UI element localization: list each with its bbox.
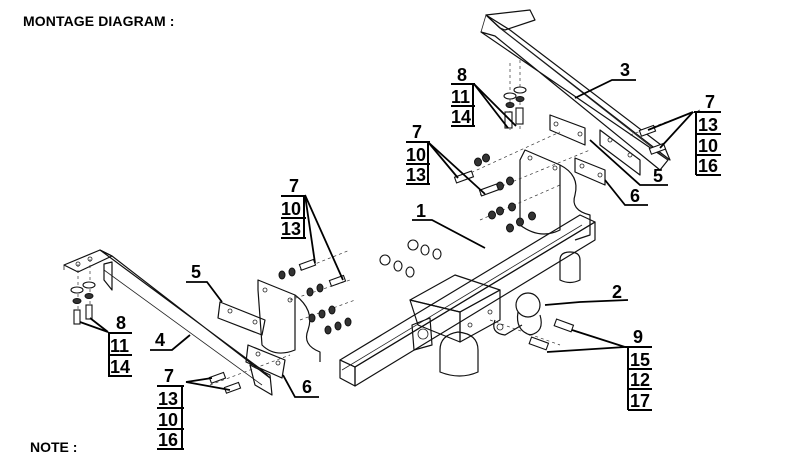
fastener-label: 9 <box>633 327 643 347</box>
leader-lines <box>79 79 694 398</box>
part-label-1: 1 <box>416 201 426 221</box>
fastener-label: 7 <box>289 176 299 196</box>
fastener-group-top-right: 7 13 10 16 <box>694 92 721 176</box>
right-spacer-plates <box>549 114 606 186</box>
left-mounting-plate <box>257 279 321 362</box>
hardware-stacks <box>208 86 667 394</box>
fastener-group-ball: 9 15 12 17 <box>625 327 652 411</box>
fastener-label: 7 <box>705 92 715 112</box>
fastener-label: 17 <box>630 391 650 411</box>
fastener-label: 14 <box>451 107 471 127</box>
fastener-label: 16 <box>698 156 718 176</box>
part-label-5-right: 5 <box>653 166 663 186</box>
fastener-label: 8 <box>116 313 126 333</box>
fastener-label: 13 <box>158 389 178 409</box>
fastener-label: 13 <box>698 115 718 135</box>
fastener-group-left-rail: 8 11 14 <box>108 313 132 377</box>
fastener-label: 11 <box>110 336 129 356</box>
fastener-label: 13 <box>281 219 301 239</box>
part-label-2: 2 <box>612 282 622 302</box>
fastener-label: 14 <box>110 357 130 377</box>
left-rail-fasteners <box>70 259 96 325</box>
fastener-label: 10 <box>698 136 718 156</box>
tow-ball <box>493 251 581 336</box>
part-label-6-right: 6 <box>630 186 640 206</box>
part-label-4: 4 <box>155 330 165 350</box>
fastener-label: 15 <box>630 350 650 370</box>
fastener-label: 8 <box>457 65 467 85</box>
part-label-3: 3 <box>620 60 630 80</box>
fastener-label: 10 <box>406 145 426 165</box>
fastener-group-left: 7 10 13 <box>281 176 306 239</box>
fastener-group-top-center: 8 11 14 <box>451 65 475 127</box>
fastener-label: 16 <box>158 430 178 450</box>
part-label-5-left: 5 <box>191 262 201 282</box>
fastener-group-bottom-left: 7 13 10 16 <box>157 366 184 450</box>
fastener-label: 13 <box>406 165 426 185</box>
left-spacer-plates <box>217 301 286 379</box>
fastener-label: 10 <box>158 410 178 430</box>
fastener-label: 7 <box>164 366 174 386</box>
fastener-label: 11 <box>451 87 470 107</box>
part-label-6-left: 6 <box>302 377 312 397</box>
diagram-title: MONTAGE DIAGRAM : <box>23 13 175 29</box>
left-side-rail <box>63 249 273 396</box>
fastener-group-center: 7 10 13 <box>406 122 430 185</box>
note-label: NOTE : <box>30 439 78 455</box>
electrical-socket <box>411 317 479 377</box>
fastener-label: 12 <box>630 370 650 390</box>
fastener-label: 7 <box>412 122 422 142</box>
main-crossbar <box>339 214 596 387</box>
fastener-label: 10 <box>281 199 301 219</box>
